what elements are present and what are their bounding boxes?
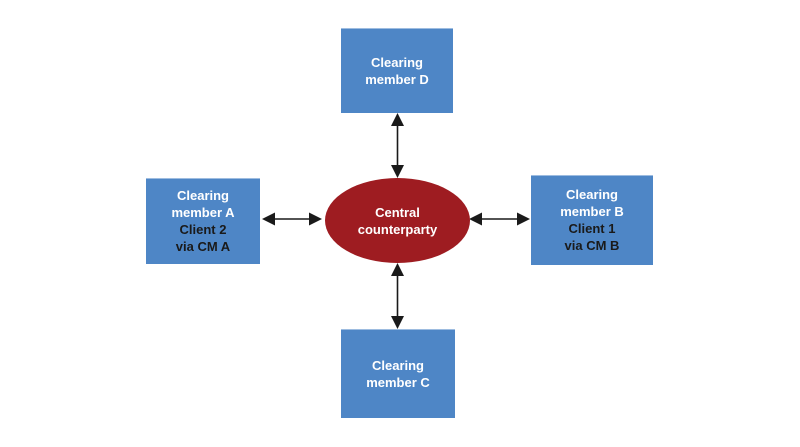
arrow-right bbox=[469, 212, 530, 226]
node-label-line: Central bbox=[375, 204, 420, 220]
node-client-line: Client 1 bbox=[568, 221, 616, 236]
node-label-line: member B bbox=[560, 204, 624, 219]
arrow-bottom bbox=[391, 263, 404, 329]
node-label-line: member D bbox=[365, 71, 429, 87]
arrow-left bbox=[262, 212, 322, 226]
node-clearing-member-c: Clearing member C bbox=[341, 329, 455, 418]
node-central-counterparty: Central counterparty bbox=[325, 178, 470, 263]
node-clearing-member-d: Clearing member D bbox=[341, 28, 453, 113]
node-label-line: Clearing bbox=[371, 357, 424, 373]
node-label-line: Clearing bbox=[176, 188, 229, 203]
arrow-top bbox=[391, 113, 404, 178]
node-client-line: via CM B bbox=[564, 238, 620, 253]
node-label-line: Clearing bbox=[565, 187, 618, 202]
node-label-line: member A bbox=[171, 205, 235, 220]
node-clearing-member-b: Clearing member B Client 1 via CM B bbox=[531, 175, 653, 265]
node-label-line: counterparty bbox=[357, 221, 438, 237]
node-clearing-member-a: Clearing member A Client 2 via CM A bbox=[146, 178, 260, 264]
node-label-line: Clearing bbox=[370, 54, 423, 70]
node-label-line: member C bbox=[366, 374, 430, 390]
node-client-line: Client 2 bbox=[179, 222, 227, 237]
node-client-line: via CM A bbox=[175, 239, 231, 254]
